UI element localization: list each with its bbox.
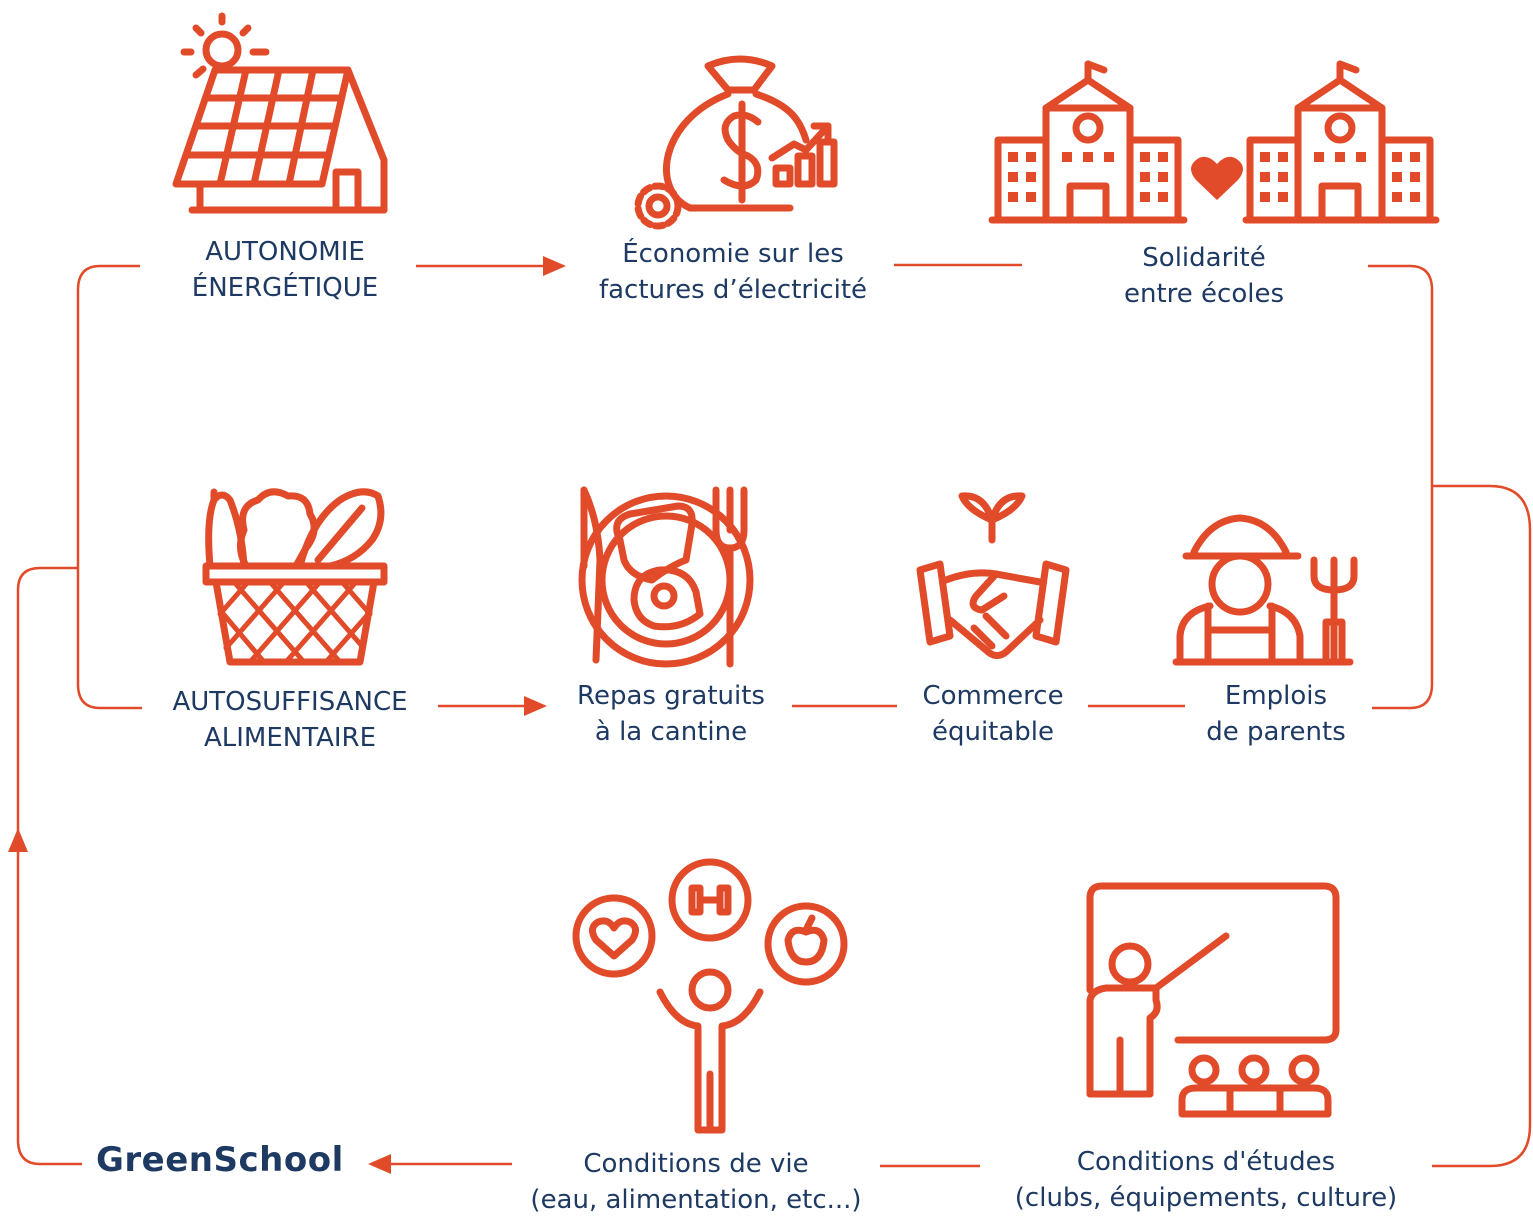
connector-loop-to-left-bracket: [16, 566, 78, 852]
label-vie-line1: Conditions de vie: [583, 1149, 809, 1179]
label-emplois: Emplois de parents: [1186, 678, 1366, 750]
label-commerce: Commerce équitable: [900, 678, 1086, 750]
label-repas-line2: à la cantine: [594, 717, 748, 747]
label-etudes-line2: (clubs, équipements, culture): [1014, 1183, 1398, 1213]
arrowhead-to-economie: [543, 256, 566, 276]
label-repas-line1: Repas gratuits: [577, 681, 765, 711]
money-bag-icon: [634, 55, 838, 230]
label-autonomie: AUTONOMIE ÉNERGÉTIQUE: [160, 234, 410, 306]
connector-left-bracket: [76, 264, 142, 710]
meal-plate-icon: [578, 486, 754, 668]
schools-handshake-icon: [988, 60, 1440, 224]
label-autosuffisance-line1: AUTOSUFFISANCE: [172, 687, 408, 717]
label-emplois-line2: de parents: [1206, 717, 1346, 747]
solar-house-icon: [172, 12, 388, 214]
vegetable-basket-icon: [202, 488, 388, 666]
label-economie-line1: Économie sur les: [622, 239, 844, 269]
label-repas: Repas gratuits à la cantine: [550, 678, 792, 750]
label-autonomie-line2: ÉNERGÉTIQUE: [191, 273, 379, 303]
label-autonomie-line1: AUTONOMIE: [205, 237, 365, 267]
label-commerce-line1: Commerce: [922, 681, 1064, 711]
connector-right-outer: [1380, 484, 1532, 1168]
label-commerce-line2: équitable: [931, 717, 1055, 747]
handshake-sprout-icon: [916, 492, 1070, 659]
label-autosuffisance-line2: ALIMENTAIRE: [203, 723, 377, 753]
connector-greenschool-loop: [16, 850, 82, 1166]
label-economie: Économie sur les factures d’électricité: [572, 236, 894, 308]
label-etudes-line1: Conditions d'études: [1076, 1147, 1336, 1177]
label-economie-line2: factures d’électricité: [598, 275, 868, 305]
farmer-icon: [1172, 514, 1358, 666]
label-etudes: Conditions d'études (clubs, équipements,…: [980, 1144, 1432, 1216]
label-solidarite-line2: entre écoles: [1123, 279, 1284, 309]
label-emplois-line1: Emplois: [1224, 681, 1328, 711]
teacher-board-icon: [1086, 882, 1340, 1118]
label-vie: Conditions de vie (eau, alimentation, et…: [512, 1146, 880, 1218]
label-solidarite: Solidarité entre écoles: [1080, 240, 1328, 312]
connector-solidarite-right: [1368, 264, 1434, 710]
arrowhead-to-repas: [524, 696, 547, 716]
arrowhead-to-greenschool: [368, 1154, 391, 1174]
label-solidarite-line1: Solidarité: [1142, 243, 1266, 273]
wellbeing-person-icon: [572, 858, 848, 1134]
label-vie-line2: (eau, alimentation, etc...): [530, 1185, 862, 1215]
label-autosuffisance: AUTOSUFFISANCE ALIMENTAIRE: [142, 684, 438, 756]
brand-greenschool: GreenSchool: [96, 1140, 344, 1180]
